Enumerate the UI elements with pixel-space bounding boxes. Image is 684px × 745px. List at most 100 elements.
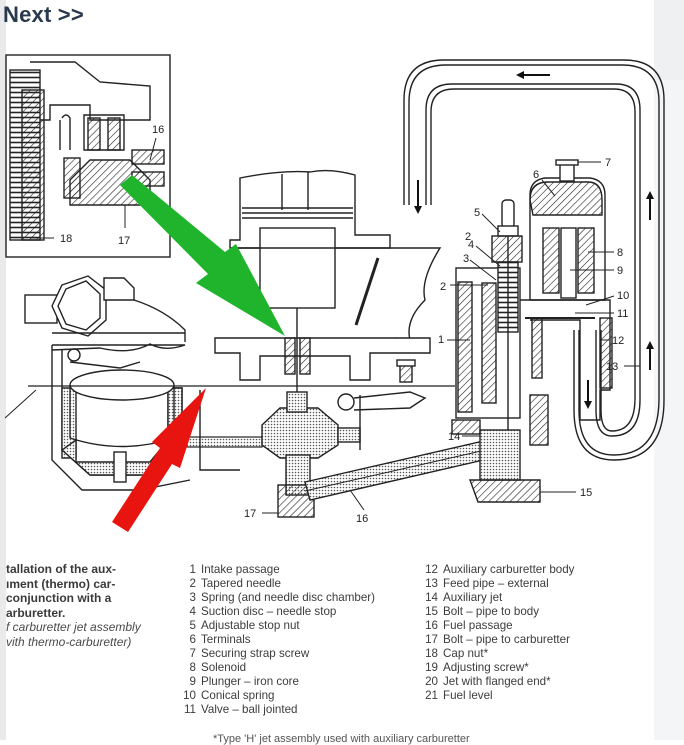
legend-item-number: 11 <box>183 703 196 716</box>
callout-4: 4 <box>468 239 474 251</box>
callout-8: 8 <box>617 247 623 259</box>
legend-item-text: Bolt – pipe to carburetter <box>443 633 570 646</box>
callout-17: 17 <box>118 235 130 247</box>
legend-item: 12 Auxiliary carburetter body <box>420 563 574 577</box>
legend-item-number: 7 <box>189 647 196 660</box>
callout-10: 10 <box>617 290 629 302</box>
callout-17: 17 <box>244 508 256 520</box>
legend-item-number: 2 <box>189 577 196 590</box>
legend-item-text: Plunger – iron core <box>201 675 299 688</box>
legend-item-text: Cap nut* <box>443 647 489 660</box>
callout-15: 15 <box>580 487 592 499</box>
legend-item-number: 8 <box>189 661 196 674</box>
callout-2b: 2 <box>440 281 446 293</box>
legend-item-text: Adjusting screw* <box>443 661 529 674</box>
caption-title-line: conjunction with a <box>6 591 112 605</box>
callout-1: 1 <box>438 334 444 346</box>
legend-column-1: 1 Intake passage 2 Tapered needle 3 Spring (a… <box>178 563 375 717</box>
diagram-callouts: 2 2 3 4 5 1 6 7 8 9 10 11 12 13 14 15 16… <box>244 157 640 525</box>
legend-item: 1 Intake passage <box>178 563 375 577</box>
caption-title-line: tallation of the aux- <box>6 562 117 576</box>
legend-item: 20 Jet with flanged end* <box>420 675 574 689</box>
legend-item-number: 5 <box>189 619 196 632</box>
legend-item-number: 3 <box>189 591 196 604</box>
legend-item-text: Auxiliary jet <box>443 591 503 604</box>
legend-item: 2 Tapered needle <box>178 577 375 591</box>
legend-item-text: Solenoid <box>201 661 247 674</box>
legend-item-text: Spring (and needle disc chamber) <box>201 591 376 604</box>
callout-13: 13 <box>606 361 618 373</box>
page-left-margin <box>0 0 6 740</box>
legend-item: 14 Auxiliary jet <box>420 591 574 605</box>
float-to-carb-passage <box>181 436 263 448</box>
callout-14: 14 <box>448 431 460 443</box>
legend-item-number: 14 <box>425 591 438 604</box>
legend-item-text: Bolt – pipe to body <box>443 605 540 618</box>
footnote: *Type 'H' jet assembly used with auxilia… <box>213 733 470 745</box>
caption-sub-line: vith thermo-carburetter) <box>6 634 132 649</box>
legend-item-text: Fuel passage <box>443 619 513 632</box>
figure-caption: tallation of the aux- ıment (thermo) car… <box>6 562 178 649</box>
legend-item: 3 Spring (and needle disc chamber) <box>178 591 375 605</box>
feed-pipe-loop <box>403 59 665 461</box>
inset-callouts: 16 17 18 <box>30 124 164 247</box>
callout-16: 16 <box>356 513 368 525</box>
legend-item-number: 20 <box>425 675 438 688</box>
flow-arrows <box>414 71 654 409</box>
green-annotation-arrow <box>120 175 285 336</box>
legend-item-number: 1 <box>189 563 196 576</box>
callout-7: 7 <box>605 157 611 169</box>
legend-item-number: 21 <box>425 689 438 702</box>
callout-18: 18 <box>60 233 72 245</box>
callout-16: 16 <box>152 124 164 136</box>
legend-item-text: Suction disc – needle stop <box>201 605 337 618</box>
carburetter-diagram: 16 17 18 <box>4 54 665 532</box>
legend-item-number: 13 <box>425 577 438 590</box>
caption-title-line: arburetter. <box>6 605 66 620</box>
legend-item-number: 12 <box>425 563 438 576</box>
legend-item: 9 Plunger – iron core <box>178 675 375 689</box>
legend-item-text: Jet with flanged end* <box>443 675 551 688</box>
legend-item: 21 Fuel level <box>420 689 574 703</box>
jet-assembly-inset <box>5 54 171 258</box>
legend-item-number: 16 <box>425 619 438 632</box>
right-margin-strip <box>654 0 684 80</box>
legend-item-text: Auxiliary carburetter body <box>443 563 575 576</box>
legend-item-number: 17 <box>425 633 438 646</box>
legend-item: 4 Suction disc – needle stop <box>178 605 375 619</box>
red-annotation-arrow <box>112 388 206 532</box>
callout-12: 12 <box>612 335 624 347</box>
legend-item: 13 Feed pipe – external <box>420 577 574 591</box>
legend-item-text: Intake passage <box>201 563 280 576</box>
legend-item-text: Conical spring <box>201 689 275 702</box>
legend-item-text: Adjustable stop nut <box>201 619 300 632</box>
legend-item-text: Feed pipe – external <box>443 577 549 590</box>
callout-11: 11 <box>617 308 628 320</box>
legend-column-2: 12 Auxiliary carburetter body 13 Feed pipe … <box>420 563 574 703</box>
legend-item-number: 9 <box>189 675 196 688</box>
callout-9: 9 <box>617 265 623 277</box>
legend-item-text: Tapered needle <box>201 577 281 590</box>
legend-item-text: Fuel level <box>443 689 493 702</box>
callout-3: 3 <box>463 253 469 265</box>
legend-item: 5 Adjustable stop nut <box>178 619 375 633</box>
legend-item-number: 6 <box>189 633 196 646</box>
legend-item-text: Securing strap screw <box>201 647 310 660</box>
callout-2: 2 <box>465 231 471 243</box>
legend-item-text: Valve – ball jointed <box>201 703 298 716</box>
next-page-link[interactable]: Next >> <box>3 2 84 27</box>
caption-title-line: ıment (thermo) car- <box>6 576 116 591</box>
callout-6: 6 <box>533 169 539 181</box>
legend-item-number: 18 <box>425 647 438 660</box>
legend-item: 17 Bolt – pipe to carburetter <box>420 633 574 647</box>
legend-item-number: 4 <box>189 605 196 618</box>
auxiliary-carburetter <box>451 159 613 503</box>
legend-item: 8 Solenoid <box>178 661 375 675</box>
caption-sub-line: f carburetter jet assembly <box>6 620 141 634</box>
legend-item: 18 Cap nut* <box>420 647 574 661</box>
legend-item: 11 Valve – ball jointed <box>178 703 375 717</box>
legend-item: 16 Fuel passage <box>420 619 574 633</box>
